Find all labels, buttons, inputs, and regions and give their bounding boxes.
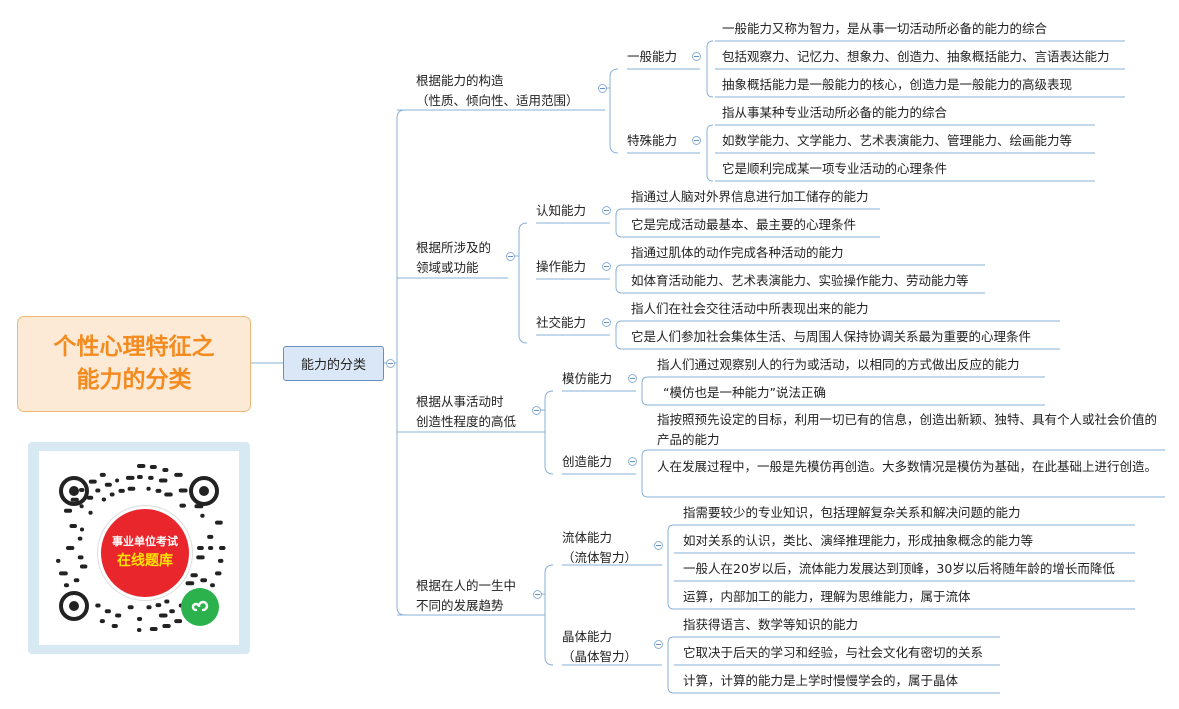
leaf-text: 运算，内部加工的能力，理解为思维能力，属于流体 [683,589,971,604]
connector-bracket [667,636,675,694]
leaf-text: 指按照预先设定的目标，利用一切已有的信息，创造出新颖、独特、具有个人或社会价值的… [657,412,1158,447]
collapse-icon[interactable] [654,640,663,649]
connector-bracket [706,40,714,98]
badge-line1: 事业单位考试 [112,535,178,548]
leaf-text: 它是人们参加社会集体生活、与周围人保持协调关系最为重要的心理条件 [631,329,1032,344]
leaf-text: 它取决于后天的学习和经验，与社会文化有密切的关系 [683,645,984,660]
leaf-text: 如数学能力、文学能力、艺术表演能力、管理能力、绘画能力等 [722,133,1073,148]
collapse-icon[interactable] [628,374,637,383]
leaf-text: 如对关系的认识，类比、演绎推理能力，形成抽象概念的能力等 [683,533,1034,548]
leaf-text: 它是完成活动最基本、最主要的心理条件 [631,217,857,232]
root-title-line1: 个性心理特征之 [53,334,215,360]
sub-branch-label[interactable]: 模仿能力 [562,371,613,386]
connector-bracket [615,208,623,238]
leaf-text: 指人们通过观察别人的行为或活动，以相同的方式做出反应的能力 [657,357,1020,372]
collapse-icon[interactable] [602,206,611,215]
sub-branch-label[interactable]: 特殊能力 [627,133,678,148]
sub-branch-label[interactable]: 创造能力 [562,454,613,469]
connector-bracket [706,124,714,182]
qr-center-badge: 事业单位考试 在线题库 [98,506,192,600]
leaf-text: 包括观察力、记忆力、想象力、创造力、抽象概括能力、言语表达能力 [722,49,1110,64]
collapse-icon[interactable] [533,590,542,599]
leaf-text: 抽象概括能力是一般能力的核心，创造力是一般能力的高级表现 [722,77,1073,92]
sub-branch-label[interactable]: 一般能力 [627,49,678,64]
leaf-text: 它是顺利完成某一项专业活动的心理条件 [722,161,948,176]
leaf-text: 指通过肌体的动作完成各种活动的能力 [631,245,844,260]
collapse-icon[interactable] [602,262,611,271]
sub-branch-label[interactable]: 晶体能力（晶体智力） [562,629,638,664]
badge-line2: 在线题库 [117,553,173,569]
root-title-line2: 能力的分类 [76,367,192,393]
connector-bracket [667,524,675,610]
connector-bracket [544,390,554,475]
collapse-icon[interactable] [602,318,611,327]
connector-bracket [518,222,528,344]
branch-label[interactable]: 根据所涉及的领域或功能 [416,240,492,275]
connector-bracket [615,320,623,350]
sub-branch-label[interactable]: 认知能力 [536,203,587,218]
collapse-icon[interactable] [692,136,701,145]
connector-bracket [615,264,623,294]
leaf-text: 指需要较少的专业知识，包括理解复杂关系和解决问题的能力 [683,505,1021,520]
connector-bracket [544,564,554,666]
collapse-icon[interactable] [532,406,541,415]
collapse-icon[interactable] [386,359,395,368]
connector-bracket [396,109,406,616]
root-topic[interactable]: 个性心理特征之能力的分类 [17,316,251,412]
leaf-text: 计算，计算的能力是上学时慢慢学会的，属于晶体 [683,673,959,688]
branch-label[interactable]: 根据在人的一生中不同的发展趋势 [416,578,517,613]
leaf-text: 指从事某种专业活动所必备的能力的综合 [722,105,948,120]
connector-bracket [641,449,649,498]
qr-pattern [56,464,226,632]
main-topic[interactable]: 能力的分类 [283,346,384,381]
sub-branch-label[interactable]: 流体能力（流体智力） [562,530,638,565]
leaf-text: 一般能力又称为智力，是从事一切活动所必备的能力的综合 [722,21,1048,36]
leaf-text: 指通过人脑对外界信息进行加工储存的能力 [631,189,869,204]
collapse-icon[interactable] [654,541,663,550]
leaf-text: “模仿也是一种能力”说法正确 [663,385,826,400]
collapse-icon[interactable] [692,52,701,61]
connector-bracket [609,68,619,154]
collapse-icon[interactable] [506,252,515,261]
leaf-text: 指获得语言、数学等知识的能力 [683,617,859,632]
leaf-text: 人在发展过程中，一般是先模仿再创造。大多数情况是模仿为基础，在此基础上进行创造。 [657,459,1158,474]
leaf-text: 一般人在20岁以后，流体能力发展达到顶峰，30岁以后将随年龄的增长而降低 [683,561,1115,576]
leaf-text: 如体育活动能力、艺术表演能力、实验操作能力、劳动能力等 [631,273,969,288]
branch-label[interactable]: 根据从事活动时创造性程度的高低 [416,394,517,429]
leaf-text: 指人们在社会交往活动中所表现出来的能力 [631,301,869,316]
branch-label[interactable]: 根据能力的构造（性质、倾向性、适用范围） [416,73,579,108]
sub-branch-label[interactable]: 操作能力 [536,259,587,274]
sub-branch-label[interactable]: 社交能力 [536,315,587,330]
collapse-icon[interactable] [598,84,607,93]
collapse-icon[interactable] [628,457,637,466]
mini-program-icon [181,588,219,626]
connector-bracket [641,376,649,406]
